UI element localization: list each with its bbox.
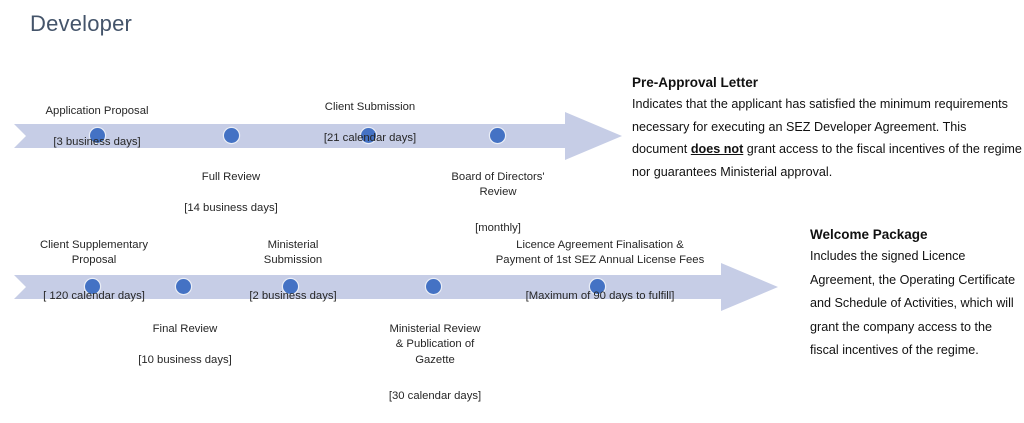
timeline-1-step-label-4: Board of Directors' Review [monthly] (425, 154, 571, 252)
timeline-2-milestone-dot-4 (426, 279, 441, 294)
pre-approval-callout: Pre-Approval Letter Indicates that the a… (632, 73, 1024, 183)
step-duration: [30 calendar days] (388, 389, 482, 402)
timeline-2-step-label-3: Ministerial Submission [2 business days] (222, 222, 364, 320)
step-name: Final Review (152, 322, 218, 335)
timeline-1-step-label-1: Application Proposal [3 business days] (22, 88, 172, 166)
timeline-1-milestone-dot-2 (224, 128, 239, 143)
timeline-1-milestone-dot-1 (90, 128, 105, 143)
timeline-2-milestone-dot-3 (283, 279, 298, 294)
timeline-2-arrow (14, 263, 778, 311)
callout-text-segment-1: Indicates that the applicant has satisfi… (632, 97, 1008, 156)
step-name: Ministerial Submission (263, 238, 323, 267)
welcome-package-callout-body: Includes the signed Licence Agreement, t… (810, 249, 1016, 357)
step-duration: [21 calendar days] (323, 131, 417, 144)
timeline-1-step-label-2: Full Review [14 business days] (156, 154, 306, 232)
step-name: Ministerial Review & Publication of Gaze… (389, 322, 481, 366)
step-name: Licence Agreement Finalisation & Payment… (495, 238, 705, 267)
pre-approval-callout-body: Indicates that the applicant has satisfi… (632, 93, 1024, 183)
welcome-package-callout-title: Welcome Package (810, 227, 928, 242)
step-duration: [monthly] (475, 222, 521, 234)
timeline-2-milestone-dot-1 (85, 279, 100, 294)
step-duration: [14 business days] (184, 201, 278, 214)
timeline-1-milestone-dot-4 (490, 128, 505, 143)
pre-approval-callout-title: Pre-Approval Letter (632, 75, 759, 90)
step-name: Client Submission (324, 100, 416, 113)
timeline-2-milestone-dot-5 (590, 279, 605, 294)
step-name: Client Supplementary Proposal (39, 238, 148, 267)
timeline-2-step-label-4: Ministerial Review & Publication of Gaze… (360, 306, 510, 420)
step-duration: [2 business days] (249, 290, 337, 302)
timeline-2-step-label-1: Client Supplementary Proposal [ 120 cale… (18, 222, 170, 320)
timeline-2-step-label-5: Licence Agreement Finalisation & Payment… (488, 222, 712, 320)
timeline-1-milestone-dot-3 (361, 128, 376, 143)
timeline-1-step-label-3: Client Submission [21 calendar days] (294, 84, 446, 162)
step-name: Full Review (201, 170, 261, 183)
callout-emphasis-does-not: does not (690, 142, 744, 156)
timeline-1-arrow (14, 112, 622, 160)
step-duration: [3 business days] (53, 135, 141, 148)
welcome-package-callout: Welcome Package Includes the signed Lice… (810, 225, 1020, 363)
step-duration: [Maximum of 90 days to fulfill] (525, 290, 675, 302)
step-duration: [10 business days] (138, 353, 232, 366)
step-duration: [ 120 calendar days] (43, 290, 145, 302)
timeline-2-milestone-dot-2 (176, 279, 191, 294)
callout-text-segment-2: grant access to the fiscal incentives of… (632, 142, 1022, 179)
timeline-2-step-label-2: Final Review [10 business days] (110, 306, 260, 384)
page-title: Developer (30, 11, 133, 36)
step-name: Application Proposal (45, 104, 149, 117)
step-name: Board of Directors' Review (451, 170, 545, 199)
